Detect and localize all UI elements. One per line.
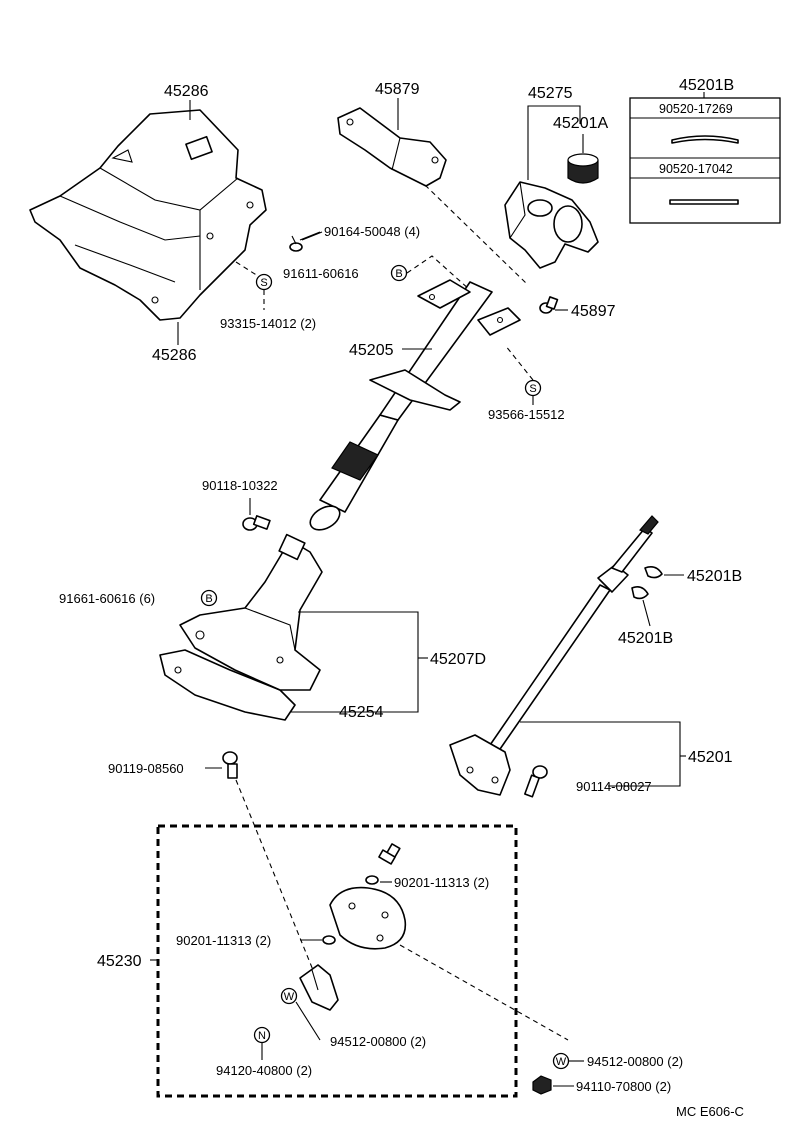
- label-45230: 45230: [97, 953, 142, 970]
- symbol-n: [253, 1026, 271, 1044]
- label-45201B-box: 45201B: [679, 77, 734, 94]
- symbol-w-outside-text: W: [556, 1056, 567, 1068]
- symbol-w-inside-text: W: [284, 991, 295, 1003]
- label-94120-40800: 94120-40800 (2): [216, 1063, 312, 1078]
- dash-93566: [504, 344, 534, 381]
- column-cover-drawing: [29, 109, 267, 321]
- ring-45201A: [567, 153, 599, 184]
- symbol-s-93315: [255, 273, 273, 291]
- label-90119-08560: 90119-08560: [108, 761, 184, 776]
- label-45207D: 45207D: [430, 651, 486, 668]
- lock-housing-drawing: [504, 181, 599, 269]
- symbol-w-inside: [280, 987, 298, 1005]
- bracket-45201: [520, 721, 681, 787]
- bolt-90119: [222, 751, 238, 779]
- bolt-45897: [539, 296, 559, 314]
- dash-93315: [235, 261, 265, 310]
- column-bracket-drawing: [159, 533, 323, 721]
- label-94110-70800: 94110-70800 (2): [576, 1079, 671, 1094]
- bolt-90118: [242, 515, 271, 531]
- bracket-45879-drawing: [337, 107, 447, 187]
- label-45201B-b: 45201B: [618, 630, 673, 647]
- label-90520-17269: 90520-17269: [659, 102, 733, 116]
- label-90114-08027: 90114-08027: [576, 779, 652, 794]
- dash-91611: [406, 255, 471, 291]
- bolt-90114: [524, 765, 548, 798]
- label-45286-top: 45286: [164, 83, 209, 100]
- label-45879: 45879: [375, 81, 420, 98]
- symbol-b-91661: [200, 589, 218, 607]
- clip-45201B-a: [644, 566, 663, 579]
- label-90164-50048: 90164-50048 (4): [324, 224, 420, 239]
- label-90118-10322: 90118-10322: [202, 478, 278, 493]
- column-tube-drawing: [309, 279, 521, 531]
- label-90201-11313-a: 90201-11313 (2): [394, 875, 489, 890]
- label-45201B-a: 45201B: [687, 568, 742, 585]
- label-45254: 45254: [339, 704, 384, 721]
- label-45201A: 45201A: [553, 115, 608, 132]
- symbol-b-91661-text: B: [205, 593, 212, 605]
- footer-code: MC E606-C: [676, 1104, 744, 1119]
- symbol-b-91611-text: B: [395, 268, 402, 280]
- symbol-s-93566-text: S: [529, 383, 536, 395]
- dash-90119: [235, 779, 316, 976]
- label-45286-bottom: 45286: [152, 347, 197, 364]
- label-93566-15512: 93566-15512: [488, 407, 565, 422]
- label-90201-11313-b: 90201-11313 (2): [176, 933, 271, 948]
- label-45897: 45897: [571, 303, 616, 320]
- parts-box-45201B: [629, 92, 781, 224]
- dash-45879-to-column: [424, 184, 529, 286]
- bracket-45275: [527, 105, 581, 180]
- label-91661-60616: 91661-60616 (6): [59, 591, 155, 606]
- clip-45201B-b: [631, 586, 649, 600]
- symbol-s-93315-text: S: [260, 277, 267, 289]
- kit-45230-box: [156, 824, 518, 1098]
- symbol-b-91611: [390, 264, 408, 282]
- leader-45201B-b: [642, 599, 651, 627]
- label-94512-00800-b: 94512-00800 (2): [587, 1054, 683, 1069]
- symbol-s-93566: [524, 379, 542, 397]
- label-93315-14012: 93315-14012 (2): [220, 316, 316, 331]
- leader-90164: [301, 231, 323, 241]
- dash-94512: [399, 944, 569, 1041]
- nut-94110: [532, 1075, 552, 1095]
- bracket-45207D: [290, 611, 419, 713]
- label-94512-00800-a: 94512-00800 (2): [330, 1034, 426, 1049]
- label-45201: 45201: [688, 749, 733, 766]
- leader-94512-a: [295, 1001, 321, 1041]
- label-45275: 45275: [528, 85, 573, 102]
- symbol-w-outside: [552, 1052, 570, 1070]
- label-45205: 45205: [349, 342, 394, 359]
- steering-shaft-drawing: [449, 515, 659, 796]
- label-90520-17042: 90520-17042: [659, 162, 733, 176]
- kit-45230-drawing: [299, 843, 407, 1011]
- symbol-n-text: N: [258, 1030, 266, 1042]
- label-91611-60616: 91611-60616: [283, 266, 359, 281]
- screw-90164: [289, 231, 321, 252]
